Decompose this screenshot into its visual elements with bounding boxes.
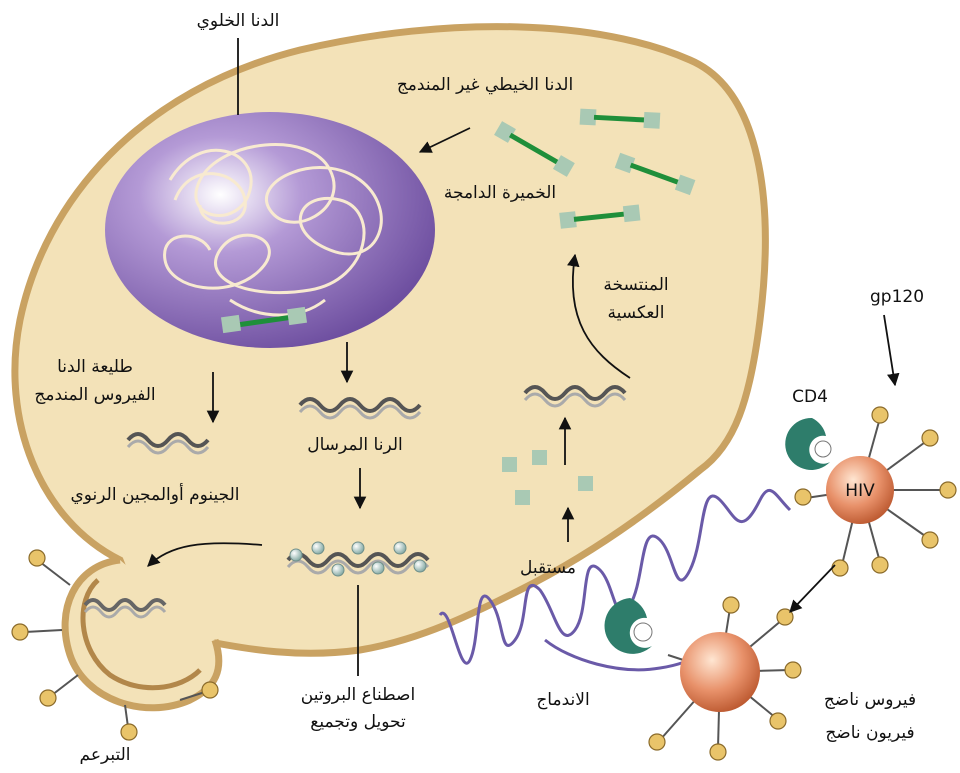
label-messenger-rna: الرنا المرسال — [307, 435, 402, 455]
cd4-receptor-top — [785, 417, 832, 470]
budding-vesicle — [11, 549, 223, 741]
label-reverse-transcriptase-1: المنتسخة — [603, 275, 668, 295]
label-provirus-2: الفيروس المندمج — [34, 385, 155, 405]
label-gp120: gp120 — [870, 287, 924, 307]
label-provirus-1: طليعة الدنا — [57, 357, 133, 377]
label-mature-virus-2: فيريون ناضج — [825, 723, 914, 743]
viral-core-fragments — [502, 450, 593, 505]
integrated-provirus-segment — [220, 306, 308, 334]
messenger-rna-strand — [298, 397, 422, 420]
label-unintegrated-linear-dna: الدنا الخيطي غير المندمج — [397, 75, 573, 95]
process-arrows — [147, 38, 900, 676]
label-integrase: الخميرة الدامجة — [444, 183, 556, 203]
viral-rna-strand — [523, 385, 627, 408]
mature-virion — [648, 596, 802, 761]
label-genome-rna: الجينوم أوالمجين الرنوي — [70, 483, 239, 505]
hiv-virion: HIV — [794, 406, 957, 577]
label-reverse-transcriptase-2: العكسية — [608, 303, 665, 323]
label-protein-synthesis-1: اصطناع البروتين — [301, 685, 415, 705]
cd4-receptor-bottom — [604, 598, 653, 654]
label-budding: التبرعم — [80, 745, 131, 765]
label-cd4-top: CD4 — [792, 387, 828, 407]
label-cellular-dna: الدنا الخلوي — [197, 11, 280, 31]
label-mature-virus-1: فيروس ناضج — [824, 690, 916, 710]
label-receptor: مستقبل — [520, 558, 576, 578]
unintegrated-linear-dna — [494, 108, 696, 229]
hiv-label: HIV — [845, 481, 875, 501]
label-protein-synthesis-2: تحويل وتجميع — [310, 712, 406, 732]
nucleus — [105, 112, 435, 348]
protein-synthesis-rna — [286, 541, 430, 577]
cellular-dna-strand — [163, 143, 383, 317]
genome-rna-strand — [126, 432, 210, 455]
label-fusion: الاندماج — [536, 690, 589, 710]
